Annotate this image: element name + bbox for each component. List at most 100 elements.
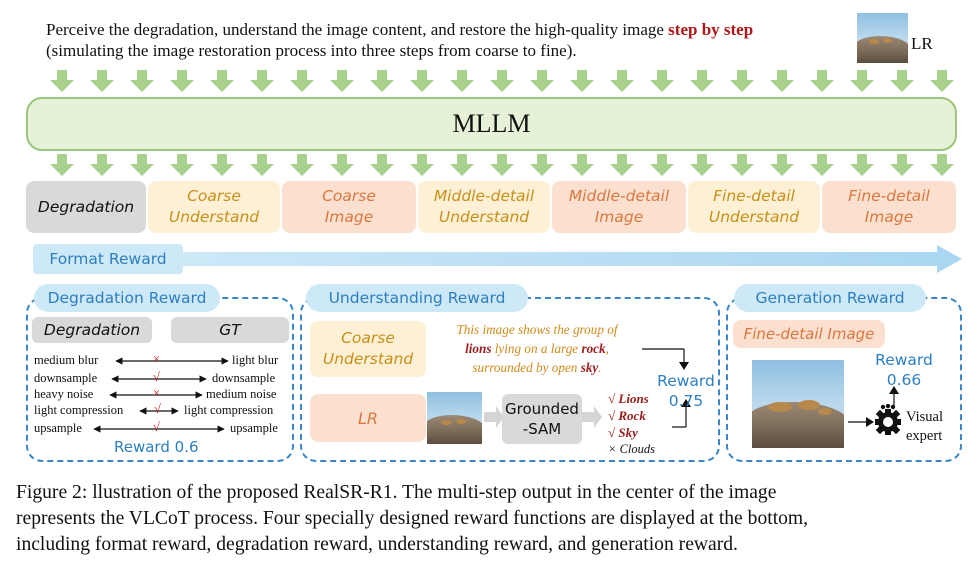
instruction-text: Perceive the degradation, understand the…	[46, 20, 664, 39]
flow-arrow-icon	[610, 70, 634, 92]
flow-arrow-icon	[50, 70, 74, 92]
detection-sky: √ Sky	[608, 425, 638, 440]
detection-clouds: × Clouds	[608, 442, 655, 456]
lr-box: LR	[310, 394, 426, 442]
deg-row-4-left: light compression	[34, 403, 124, 417]
gt-chip: GT	[171, 317, 289, 343]
detection-list: √ Lions √ Rock √ Sky × Clouds	[608, 390, 688, 458]
degradation-comparison-rows: medium blur × light blur downsample √ do…	[34, 352, 290, 440]
caption-line-1: Figure 2: llustration of the proposed Re…	[16, 482, 777, 503]
lr-label: LR	[911, 34, 933, 53]
deg-row-1-right: light blur	[232, 353, 279, 367]
deg-row-2-mark: √	[153, 370, 160, 384]
flow-arrow-icon	[450, 70, 474, 92]
format-reward-arrow	[182, 245, 962, 273]
flow-arrow-icon	[730, 70, 754, 92]
detection-rock: √ Rock	[608, 408, 646, 423]
caption-line-2: represents the VLCoT process. Four speci…	[16, 508, 809, 529]
lr-image-thumbnail	[427, 392, 482, 444]
flow-arrow-icon	[410, 154, 434, 176]
flow-arrow-icon	[530, 70, 554, 92]
degradation-chip: Degradation	[32, 317, 152, 343]
deg-row-4-mark: √	[154, 402, 161, 416]
flow-arrow-icon	[890, 154, 914, 176]
flow-arrow-icon	[610, 154, 634, 176]
generated-image	[752, 360, 844, 448]
flow-arrow-icon	[370, 70, 394, 92]
mllm-block: MLLM	[26, 97, 957, 151]
step-degradation: Degradation	[26, 181, 146, 233]
deg-row-4-right: light compression	[184, 403, 274, 417]
flow-arrow-icon	[210, 154, 234, 176]
fine-detail-image-chip: Fine-detail Image	[733, 320, 885, 348]
flow-arrow-icon	[810, 154, 834, 176]
lr-thumbnail	[857, 13, 908, 63]
instruction-accent: step by step	[668, 20, 754, 39]
understanding-description: This image shows the group of lions lyin…	[456, 322, 618, 375]
understanding-reward-title: Understanding Reward	[306, 284, 528, 312]
flow-arrow-icon	[170, 154, 194, 176]
flow-arrow-icon	[530, 154, 554, 176]
flow-arrow-icon	[690, 70, 714, 92]
flow-arrow-icon	[90, 70, 114, 92]
flow-arrow-icon	[130, 154, 154, 176]
flow-arrow-icon	[770, 154, 794, 176]
flow-arrow-icon	[650, 154, 674, 176]
flow-arrow-icon	[290, 154, 314, 176]
flow-arrow-icon	[730, 154, 754, 176]
grounded-sam-box: Grounded-SAM	[502, 394, 582, 444]
flow-arrow-icon	[330, 154, 354, 176]
flow-arrow-icon	[770, 70, 794, 92]
understanding-reward-value: Reward 0.75	[657, 372, 715, 410]
flow-arrow-icon	[650, 70, 674, 92]
flow-arrow-icon	[450, 154, 474, 176]
flow-arrow-icon	[290, 70, 314, 92]
degradation-reward-title: Degradation Reward	[34, 284, 220, 312]
comparison-arrows	[93, 357, 229, 433]
detection-lions: √ Lions	[608, 391, 649, 406]
instruction-line-2: (simulating the image restoration proces…	[46, 41, 577, 60]
flow-arrow-icon	[890, 70, 914, 92]
deg-row-2-right: downsample	[212, 371, 276, 385]
flow-arrow-icon	[50, 154, 74, 176]
generation-reward-value: Reward 0.66	[875, 351, 933, 389]
flow-arrow-icon	[850, 154, 874, 176]
flow-arrow-icon	[850, 70, 874, 92]
flow-arrow-icon	[370, 154, 394, 176]
flow-arrow-icon	[170, 70, 194, 92]
deg-row-1-mark: ×	[153, 352, 161, 366]
generation-reward-title: Generation Reward	[734, 284, 926, 312]
flow-arrow-icon	[410, 70, 434, 92]
deg-row-5-left: upsample	[34, 421, 82, 435]
flow-arrow-icon	[250, 154, 274, 176]
flow-arrow-icon	[490, 70, 514, 92]
flow-arrow-icon	[930, 70, 954, 92]
flow-arrow-icon	[130, 70, 154, 92]
flow-arrow-icon	[930, 154, 954, 176]
understanding-arrows	[484, 399, 691, 428]
visual-expert-arrows	[848, 386, 899, 427]
degradation-reward-value: Reward 0.6	[114, 438, 199, 456]
caption-line-3: including format reward, degradation rew…	[16, 534, 738, 555]
flow-arrow-icon	[810, 70, 834, 92]
deg-row-3-right: medium noise	[206, 387, 277, 401]
visual-expert-label: Visual expert	[906, 409, 943, 444]
deg-row-5-mark: √	[153, 420, 160, 434]
flow-arrow-icon	[690, 154, 714, 176]
flow-arrow-icon	[570, 154, 594, 176]
flow-arrow-icon	[210, 70, 234, 92]
deg-row-3-left: heavy noise	[34, 387, 94, 401]
format-reward-label: Format Reward	[33, 244, 183, 274]
flow-arrow-icon	[90, 154, 114, 176]
instruction-line-1: Perceive the degradation, understand the…	[46, 20, 753, 40]
deg-row-1-left: medium blur	[34, 353, 99, 367]
flow-arrow-icon	[490, 154, 514, 176]
deg-row-5-right: upsample	[230, 421, 278, 435]
